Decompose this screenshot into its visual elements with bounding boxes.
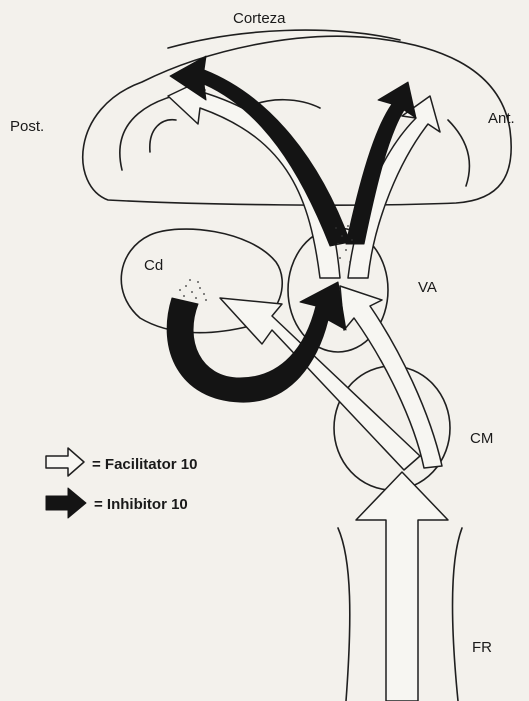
fr-label: FR	[472, 639, 492, 656]
inhibitor-arrow-to-anterior-cortex	[346, 82, 416, 244]
anterior-label: Ant.	[488, 110, 515, 127]
brainstem-right-edge	[452, 528, 462, 701]
legend-facilitator-label: = Facilitator 10	[92, 456, 197, 473]
va-label: VA	[418, 279, 437, 296]
brainstem-left-edge	[338, 528, 350, 701]
legend-inhibitor-label: = Inhibitor 10	[94, 496, 188, 513]
facilitator-arrow-fr-to-cm	[356, 472, 448, 701]
cortex-gyrus-2	[150, 120, 176, 152]
legend-facilitator-arrow-icon	[46, 448, 84, 476]
caudate-stipple	[179, 279, 207, 301]
inhibitor-arrow-to-posterior-cortex	[170, 56, 350, 246]
posterior-label: Post.	[10, 118, 44, 135]
legend-inhibitor-arrow-icon	[46, 488, 86, 518]
caudate-label: Cd	[144, 257, 163, 274]
cm-label: CM	[470, 430, 493, 447]
cm-nucleus-outline	[334, 366, 450, 490]
inhibitor-arrow-caudate-to-va	[167, 282, 346, 402]
cortex-gyrus-3	[448, 120, 469, 186]
cortex-label: Corteza	[233, 10, 286, 27]
